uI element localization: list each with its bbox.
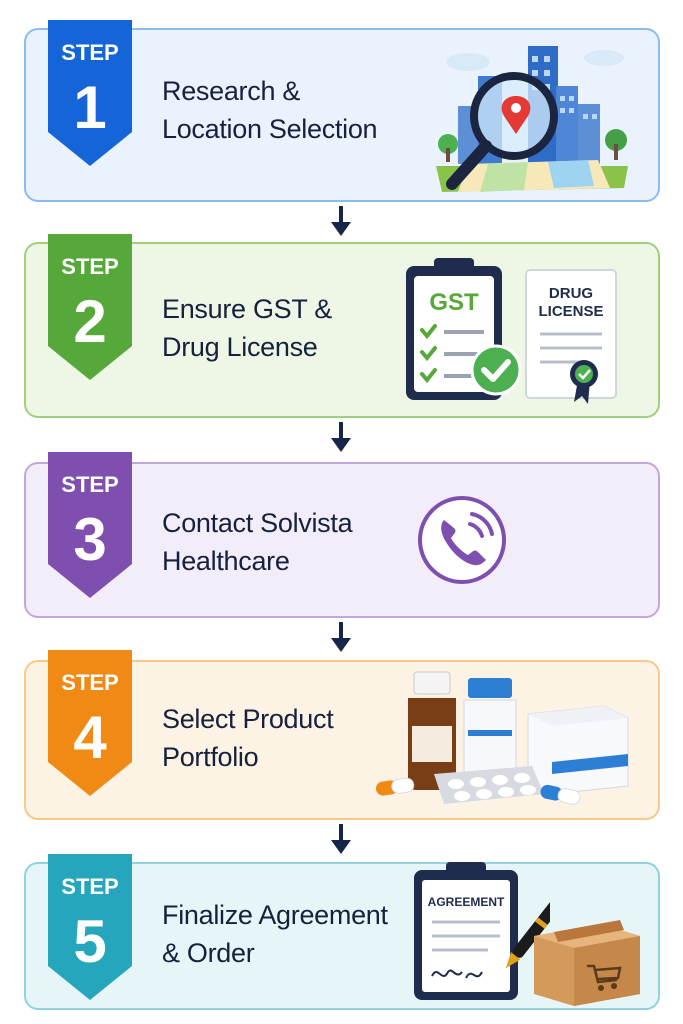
- step-2-number: 2: [73, 288, 106, 355]
- step-4-title-line1: Select Product: [162, 704, 334, 734]
- gst-clipboard-icon: GST: [402, 254, 524, 409]
- step-1-badge: STEP 1: [48, 20, 132, 166]
- step-4-number: 4: [73, 704, 107, 771]
- connector-arrow-1: [329, 206, 353, 243]
- step-5-number: 5: [73, 908, 106, 975]
- step-3-title-line2: Healthcare: [162, 546, 290, 576]
- step-4-badge-label: STEP: [61, 670, 118, 695]
- city-location-search-icon: [428, 36, 638, 199]
- step-3-title: Contact Solvista Healthcare: [162, 504, 353, 580]
- step-1-title-line2: Location Selection: [162, 114, 378, 144]
- step-3-title-line1: Contact Solvista: [162, 508, 353, 538]
- agreement-clipboard-icon: AGREEMENT: [410, 860, 562, 1007]
- gst-label: GST: [429, 289, 479, 316]
- medicine-products-icon: [372, 670, 634, 815]
- step-2-badge: STEP 2: [48, 234, 132, 380]
- step-5-title-line2: & Order: [162, 938, 255, 968]
- step-2-title: Ensure GST & Drug License: [162, 290, 332, 366]
- step-4-badge: STEP 4: [48, 650, 132, 796]
- step-5-badge-label: STEP: [61, 874, 118, 899]
- connector-arrow-4: [329, 824, 353, 861]
- step-5-badge: STEP 5: [48, 854, 132, 1000]
- step-3-badge: STEP 3: [48, 452, 132, 598]
- step-3-number: 3: [73, 506, 106, 573]
- step-4-title: Select Product Portfolio: [162, 700, 334, 776]
- drug-license-certificate-icon: DRUG LICENSE: [524, 268, 620, 411]
- connector-arrow-3: [329, 622, 353, 659]
- step-1-number: 1: [73, 74, 106, 141]
- shipping-box-cart-icon: [528, 906, 644, 1013]
- phone-call-icon: [414, 494, 510, 591]
- step-3-badge-label: STEP: [61, 472, 118, 497]
- step-1-badge-label: STEP: [61, 40, 118, 65]
- step-2-badge-label: STEP: [61, 254, 118, 279]
- step-4-title-line2: Portfolio: [162, 742, 259, 772]
- step-5-title: Finalize Agreement & Order: [162, 896, 388, 972]
- step-2-title-line2: Drug License: [162, 332, 318, 362]
- step-2-title-line1: Ensure GST &: [162, 294, 332, 324]
- step-1-title-line1: Research &: [162, 76, 301, 106]
- connector-arrow-2: [329, 422, 353, 459]
- drug-license-label-1: DRUG: [549, 285, 593, 302]
- step-5-title-line1: Finalize Agreement: [162, 900, 388, 930]
- step-1-title: Research & Location Selection: [162, 72, 378, 148]
- agreement-label: AGREEMENT: [428, 895, 505, 909]
- drug-license-label-2: LICENSE: [538, 303, 603, 320]
